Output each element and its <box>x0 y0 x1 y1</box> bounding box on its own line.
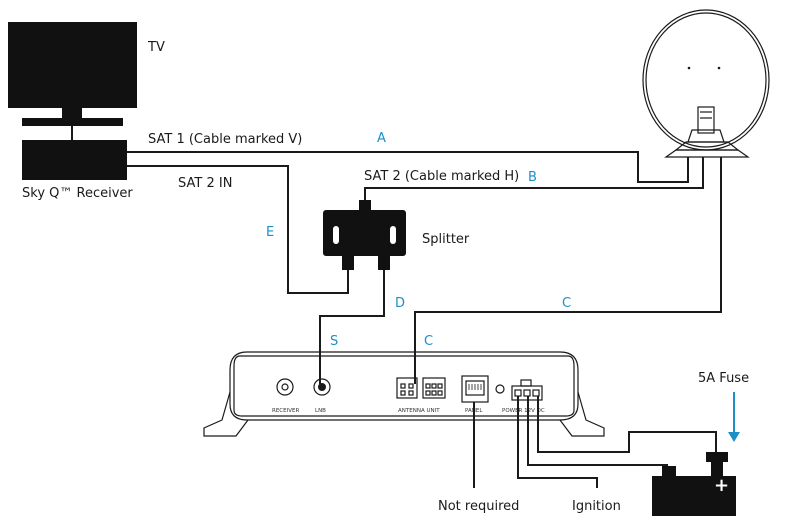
tv-icon <box>8 22 137 126</box>
tag-c-top: C <box>562 296 571 311</box>
cable-e <box>127 165 349 294</box>
port-power-label: POWER 12V DC <box>502 408 545 414</box>
tag-e: E <box>266 225 274 240</box>
battery-plus-sign: + <box>714 475 729 496</box>
port-receiver-label: RECEIVER <box>272 408 299 414</box>
fuse-label: 5A Fuse <box>698 371 749 386</box>
cable-sat2 <box>364 157 704 205</box>
sat2-label: SAT 2 (Cable marked H) <box>364 169 519 184</box>
cable-c <box>414 157 722 384</box>
positive-wire <box>537 396 717 453</box>
sat2-in-label: SAT 2 IN <box>178 176 232 191</box>
tag-d: D <box>395 296 405 311</box>
cable-d <box>319 270 385 384</box>
tag-a: A <box>377 131 386 146</box>
ignition-label: Ignition <box>572 499 621 514</box>
battery-icon <box>652 452 736 516</box>
tag-b: B <box>528 170 537 185</box>
ignition-wire <box>517 396 598 488</box>
splitter-label: Splitter <box>422 232 470 247</box>
port-lnb-label: LNB <box>315 408 326 414</box>
receiver-label: Sky Q™ Receiver <box>22 186 133 201</box>
fuse-arrow-icon <box>728 432 740 442</box>
splitter-icon <box>323 200 406 270</box>
cable-sat1 <box>127 151 689 183</box>
tag-c-low: C <box>424 334 433 349</box>
sat1-label: SAT 1 (Cable marked V) <box>148 132 302 147</box>
tv-label: TV <box>147 40 165 55</box>
not-required-label: Not required <box>438 499 519 514</box>
tag-s: S <box>330 334 338 349</box>
port-antenna-label: ANTENNA UNIT <box>398 408 440 414</box>
satellite-dish-icon <box>642 9 770 158</box>
control-unit-icon <box>203 351 605 437</box>
receiver-box <box>22 140 127 180</box>
